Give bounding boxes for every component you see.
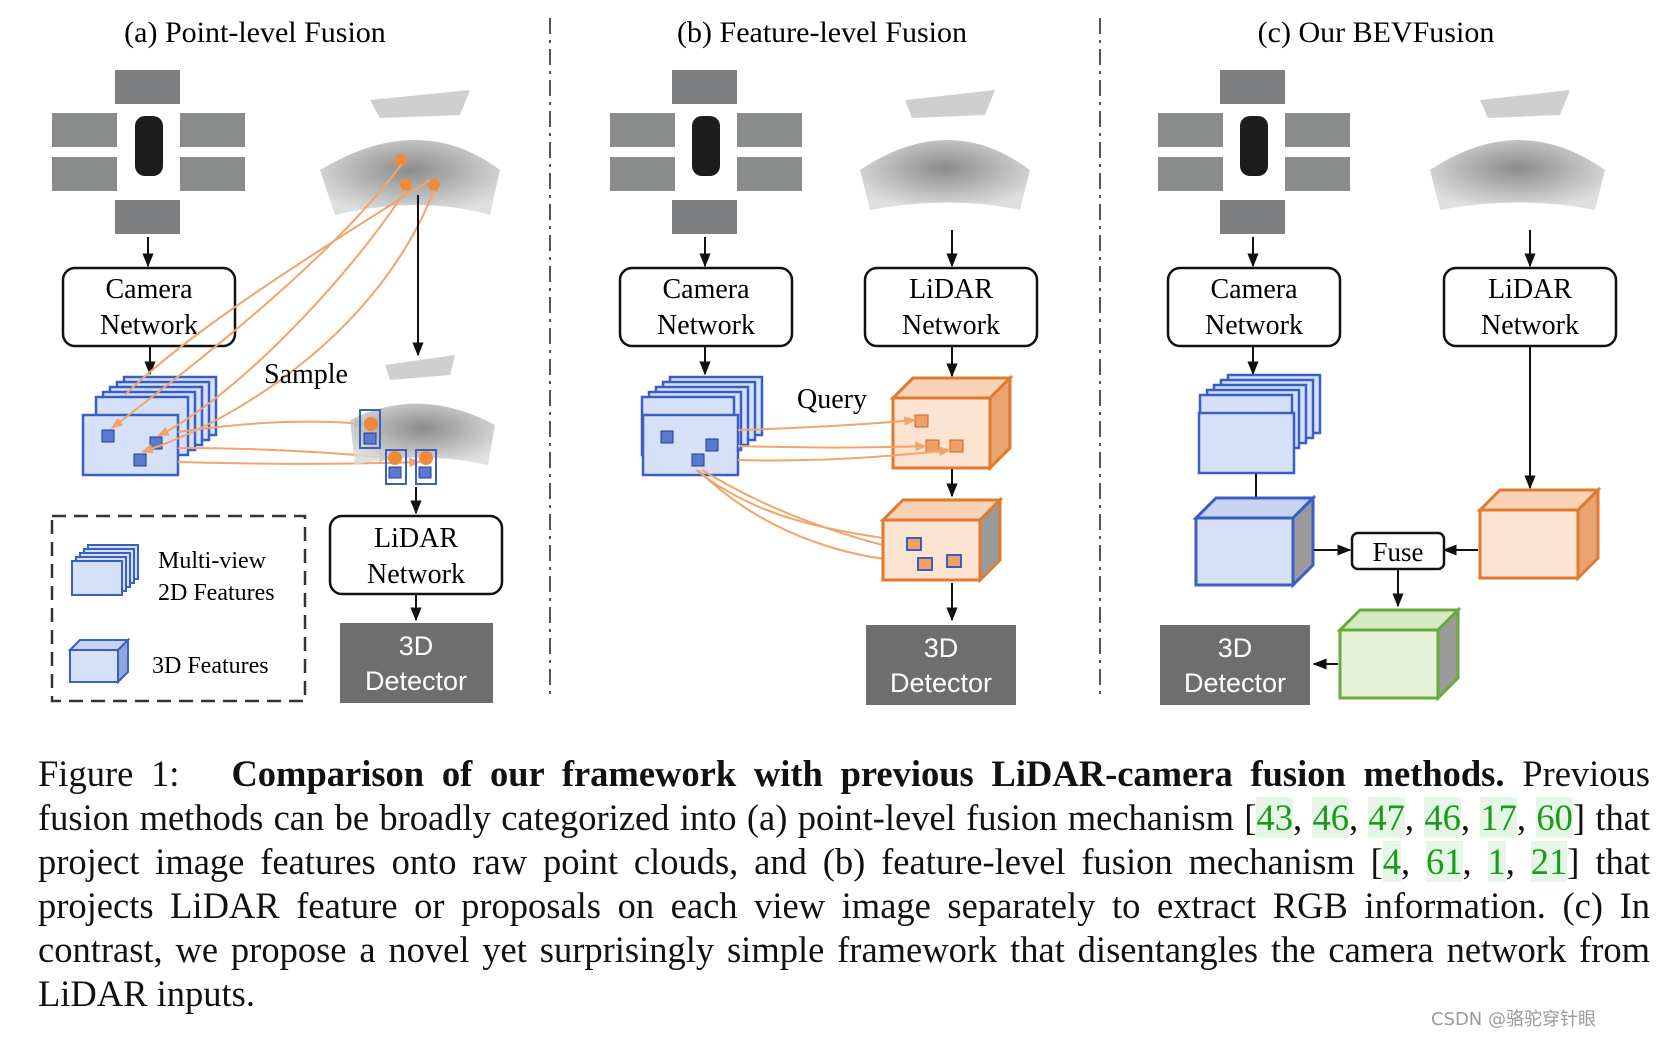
detector-box-c	[1160, 625, 1310, 705]
svg-text:Network: Network	[1205, 310, 1303, 341]
panel-b: (b) Feature-level Fusion Camera Network …	[610, 16, 1039, 705]
panel-a: (a) Point-level Fusion Camera Network	[50, 16, 504, 703]
lidar-3d-feature-cube-1	[889, 374, 1014, 472]
panel-c: (c) Our BEVFusion Camera Network LiDAR N…	[1158, 16, 1618, 705]
legend-box	[50, 514, 307, 703]
query-label: Query	[797, 384, 867, 415]
caption-label: Figure 1:	[38, 753, 180, 794]
figure-diagram: (a) Point-level Fusion Camera Network	[50, 16, 1618, 705]
svg-text:3D: 3D	[1218, 633, 1253, 663]
panel-c-title: (c) Our BEVFusion	[1258, 16, 1495, 49]
svg-text:LiDAR: LiDAR	[1488, 274, 1572, 305]
caption-text-2: that project image features onto raw poi…	[38, 797, 1651, 882]
camera-views-icon-c	[1158, 70, 1350, 234]
svg-text:LiDAR: LiDAR	[374, 523, 458, 554]
svg-text:3D: 3D	[924, 633, 959, 663]
point-cloud-icon	[320, 90, 500, 215]
camera-bev-cube	[1192, 494, 1317, 589]
svg-text:LiDAR: LiDAR	[909, 274, 993, 305]
fused-bev-cube	[1336, 606, 1462, 702]
caption-text-3: that projects LiDAR feature or proposals…	[38, 841, 1651, 1014]
panel-a-title: (a) Point-level Fusion	[124, 16, 386, 49]
citation[interactable]: 61	[1426, 841, 1463, 882]
citation[interactable]: 4	[1382, 841, 1402, 882]
svg-text:3D: 3D	[399, 631, 434, 661]
caption-text-1: Previous fusion methods can be broadly c…	[38, 753, 1651, 838]
lidar-network-box-b	[863, 266, 1039, 348]
multiview-features-stack-a	[81, 375, 218, 477]
svg-text:Network: Network	[902, 310, 1000, 341]
sample-label: Sample	[264, 359, 348, 390]
citation[interactable]: 17	[1480, 797, 1517, 838]
svg-text:Network: Network	[367, 559, 465, 590]
svg-text:Camera: Camera	[105, 274, 193, 305]
legend-multiview-icon	[71, 544, 139, 596]
figure-caption: Figure 1: Comparison of our framework wit…	[38, 753, 1651, 1014]
detector-box-a	[340, 623, 493, 703]
lidar-network-box-a	[328, 514, 504, 596]
svg-text:3D Features: 3D Features	[152, 653, 269, 679]
lidar-bev-cube	[1476, 486, 1602, 582]
panel-b-title: (b) Feature-level Fusion	[677, 16, 967, 49]
svg-text:Multi-view: Multi-view	[158, 548, 267, 574]
multiview-features-stack-b	[640, 375, 764, 477]
lidar-3d-feature-cube-2	[879, 496, 1004, 584]
camera-views-icon	[52, 70, 245, 234]
point-cloud-icon-c	[1430, 90, 1605, 210]
lidar-network-box-c	[1442, 266, 1618, 348]
svg-text:Network: Network	[100, 310, 198, 341]
caption-bold: Comparison of our framework with previou…	[231, 753, 1505, 794]
citation[interactable]: 47	[1368, 797, 1405, 838]
citation[interactable]: 46	[1312, 797, 1349, 838]
legend-3d-features-icon	[67, 637, 131, 685]
watermark: CSDN @骆驼穿针眼	[1430, 1009, 1596, 1030]
citation[interactable]: 60	[1536, 797, 1573, 838]
svg-text:Detector: Detector	[890, 668, 992, 698]
detector-box-b	[866, 625, 1016, 705]
svg-text:Detector: Detector	[1184, 668, 1286, 698]
svg-text:Camera: Camera	[1210, 274, 1298, 305]
fuse-box	[1350, 531, 1446, 571]
svg-text:2D Features: 2D Features	[158, 580, 275, 606]
camera-views-icon-b	[610, 70, 802, 234]
citation[interactable]: 1	[1487, 841, 1506, 882]
camera-network-box-c	[1166, 266, 1342, 348]
svg-text:Camera: Camera	[662, 274, 750, 305]
citation[interactable]: 43	[1256, 797, 1293, 838]
point-cloud-icon-b	[860, 90, 1030, 210]
multiview-features-stack-c	[1197, 373, 1322, 475]
svg-text:Network: Network	[1481, 310, 1579, 341]
fuse-label: Fuse	[1372, 537, 1423, 567]
camera-network-box-b	[618, 266, 794, 348]
citation[interactable]: 46	[1424, 797, 1461, 838]
svg-text:Detector: Detector	[365, 666, 467, 696]
citation[interactable]: 21	[1530, 841, 1568, 882]
svg-text:Network: Network	[657, 310, 755, 341]
